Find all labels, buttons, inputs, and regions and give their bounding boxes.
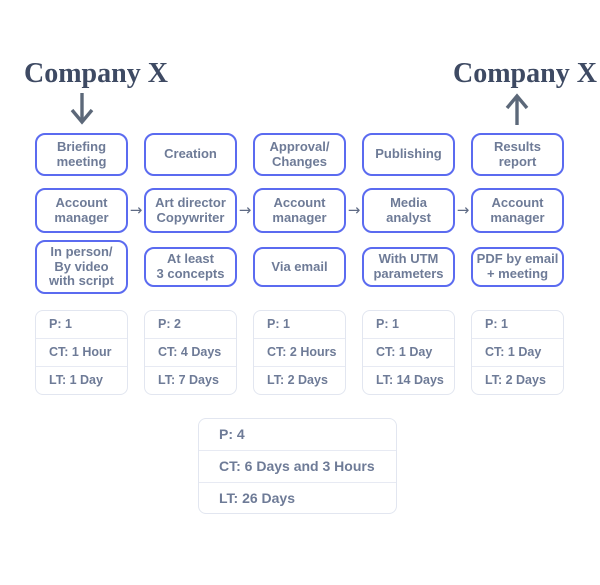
summary-lt: LT: 26 Days [199,481,396,514]
metric-ct: CT: 1 Day [363,338,454,366]
role-box-5: Account manager [471,188,564,233]
detail-row: In person/ By video with script At least… [35,240,564,295]
metric-p: P: 1 [485,317,508,332]
metric-lt: LT: 2 Days [254,366,345,394]
stage-box-3: Approval/ Changes [253,133,346,176]
metrics-row: P: 1 CT: 1 Hour LT: 1 Day P: 2 CT: 4 Day… [35,310,564,396]
role-box-2: Art director Copywriter [144,188,237,233]
metric-card-5: P: 1 CT: 1 Day LT: 2 Days [471,310,564,396]
metric-lt: LT: 7 Days [145,366,236,394]
down-arrow-icon [70,93,94,125]
up-arrow-icon [505,93,529,125]
stage-box-5: Results report [471,133,564,176]
detail-box-5: PDF by email + meeting [471,247,564,288]
metric-p: P: 1 [267,317,290,332]
role-row: Account manager → Art director Copywrite… [35,188,564,233]
detail-box-1: In person/ By video with script [35,240,128,295]
stage-box-2: Creation [144,133,237,176]
metric-p: P: 1 [376,317,399,332]
detail-box-4: With UTM parameters [362,247,455,288]
metric-card-1: P: 1 CT: 1 Hour LT: 1 Day [35,310,128,396]
company-title-left: Company X [24,58,168,89]
stage-box-4: Publishing [362,133,455,176]
metric-ct: CT: 4 Days [145,338,236,366]
role-box-3: Account manager [253,188,346,233]
company-title-right: Company X [453,58,597,89]
summary-card: P: 4 CT: 6 Days and 3 Hours LT: 26 Days [198,418,397,515]
detail-box-2: At least 3 concepts [144,247,237,288]
metric-ct: CT: 1 Hour [36,338,127,366]
metric-ct: CT: 2 Hours [254,338,345,366]
metric-card-3: P: 1 CT: 2 Hours LT: 2 Days [253,310,346,396]
role-box-1: Account manager [35,188,128,233]
metric-lt: LT: 14 Days [363,366,454,394]
stage-box-1: Briefing meeting [35,133,128,176]
metric-ct: CT: 1 Day [472,338,563,366]
metric-card-4: P: 1 CT: 1 Day LT: 14 Days [362,310,455,396]
flow-grid: Briefing meeting Creation Approval/ Chan… [35,133,564,396]
metric-p: P: 1 [49,317,72,332]
summary-ct: CT: 6 Days and 3 Hours [199,449,396,482]
arrow-right-icon: → [129,201,143,219]
metric-card-2: P: 2 CT: 4 Days LT: 7 Days [144,310,237,396]
detail-box-3: Via email [253,247,346,288]
arrow-right-icon: → [238,201,252,219]
arrow-right-icon: → [456,201,470,219]
summary-p: P: 4 [219,426,245,442]
stage-row: Briefing meeting Creation Approval/ Chan… [35,133,564,176]
metric-lt: LT: 2 Days [472,366,563,394]
arrow-right-icon: → [347,201,361,219]
metric-lt: LT: 1 Day [36,366,127,394]
role-box-4: Media analyst [362,188,455,233]
metric-p: P: 2 [158,317,181,332]
